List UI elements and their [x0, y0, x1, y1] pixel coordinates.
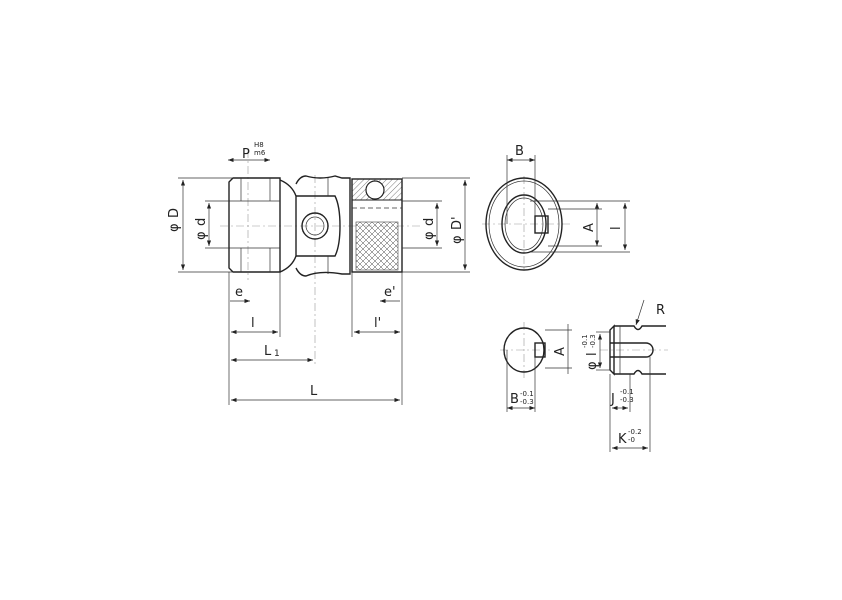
l-tol-lower: -0.3 [589, 334, 597, 348]
phi-symbol: φ [450, 235, 465, 244]
A-label: A [582, 223, 597, 232]
A-label-detail: A [553, 347, 568, 356]
l-label: l [251, 316, 255, 331]
phi-symbol: φ [194, 231, 209, 240]
e-prime-label: e' [384, 285, 396, 300]
l-tol-label: l [585, 352, 600, 356]
e-label: e [235, 285, 243, 300]
p-tol-upper: H8 [254, 141, 264, 149]
B-tol-lower: -0.3 [520, 398, 534, 406]
K-label: K [618, 432, 627, 447]
l-prime-label: l' [374, 316, 381, 331]
l-label-end: l [609, 226, 624, 230]
D-label: D [167, 208, 182, 218]
L-label: L [310, 384, 318, 399]
B-label: B [515, 144, 524, 159]
phi-symbol: φ [585, 361, 600, 370]
phi-symbol: φ [422, 231, 437, 240]
l-tol-upper: -0.1 [581, 334, 589, 348]
main-dimensions: P H8 m6 φD φd φd φD' e l L 1 L e' l' [167, 141, 470, 405]
d-label: d [194, 218, 209, 226]
phi-symbol: φ [167, 223, 182, 232]
J-label: J [610, 392, 615, 407]
R-label: R [656, 303, 665, 318]
K-tol-lower: -0 [628, 436, 635, 444]
d-label-right: d [422, 218, 437, 226]
p-label: P [242, 147, 250, 162]
J-tol-lower: -0.3 [620, 396, 634, 404]
shaft-detail-end-view: A B -0.1 -0.3 [500, 322, 572, 412]
shaft-detail-side-view: R φ l -0.1 -0.3 J -0.1 -0.3 K -0.2 -0 [581, 299, 668, 452]
D-prime-label: D' [450, 216, 465, 230]
J-tol-upper: -0.1 [620, 388, 634, 396]
B-tol-upper: -0.1 [520, 390, 534, 398]
L1-label: L [264, 344, 272, 359]
end-view: B A l [482, 144, 630, 272]
universal-joint-side-view [220, 150, 420, 365]
B-tol-label: B [510, 392, 519, 407]
p-tol-lower: m6 [254, 149, 266, 157]
K-tol-upper: -0.2 [628, 428, 642, 436]
L1-subscript: 1 [274, 349, 280, 359]
